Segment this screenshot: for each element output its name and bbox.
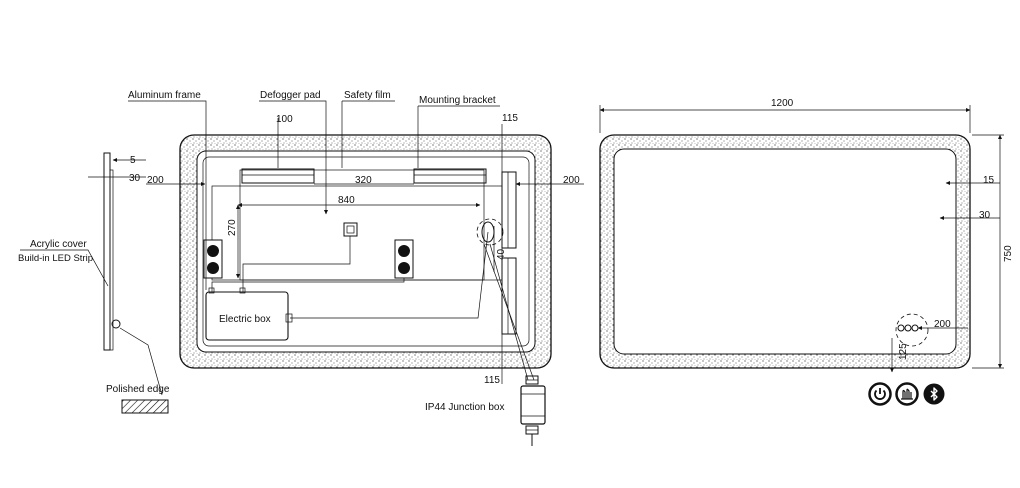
mounting-bracket-left [241,168,315,184]
sensor-square [343,222,358,237]
front-mirror-glass [613,148,957,355]
dim-840: 840 [338,195,355,206]
label-defogger-pad: Defogger pad [260,90,321,101]
defogger-icon [895,382,919,406]
label-safety-film: Safety film [344,90,391,101]
label-polished-edge: Polished edge [106,384,170,395]
speaker-right [394,239,414,279]
dim-115-top: 115 [502,113,518,124]
electric-box [205,291,289,341]
dim-15: 15 [983,175,995,186]
label-mounting-bracket: Mounting bracket [419,95,496,106]
label-aluminum-frame: Aluminum frame [128,90,201,101]
polished-edge-marker [111,319,121,329]
dim-270: 270 [227,219,238,236]
dim-side-30: 30 [129,173,141,184]
label-electric-box: Electric box [219,314,271,325]
side-profile-bar [103,152,111,351]
dim-side-5: 5 [130,155,136,166]
back-view: Electric box IP44 Junction box Aluminum … [128,90,584,446]
polished-edge-hatch [121,399,169,414]
junction-box [520,375,546,446]
mounting-bracket-right [413,168,487,184]
bracket-vertical-bottom [501,257,517,335]
dim-320: 320 [355,175,372,186]
dim-200-right: 200 [563,175,580,186]
dim-200-front: 200 [934,319,951,330]
dim-115-bottom: 115 [484,375,500,386]
touch-button-cluster [895,313,929,347]
bluetooth-icon [923,383,945,405]
label-junction-box: IP44 Junction box [425,402,505,413]
front-view: 1200 750 15 30 200 125 [599,98,1014,406]
dim-30: 30 [979,210,991,221]
bracket-vertical-top [501,171,517,249]
label-acrylic-cover: Acrylic cover [30,239,87,250]
speaker-left [203,239,223,279]
dim-40: 40 [496,248,507,260]
dim-125: 125 [898,343,909,360]
dim-1200: 1200 [771,98,794,109]
dim-100: 100 [276,114,293,125]
dim-750: 750 [1003,245,1014,262]
side-view: 5 30 Acrylic cover Build-in LED Strip Po… [18,152,170,414]
side-acrylic-cover [109,169,114,351]
dim-200-left: 200 [147,175,164,186]
label-led-strip: Build-in LED Strip [18,253,93,264]
power-button-icon [868,382,892,406]
